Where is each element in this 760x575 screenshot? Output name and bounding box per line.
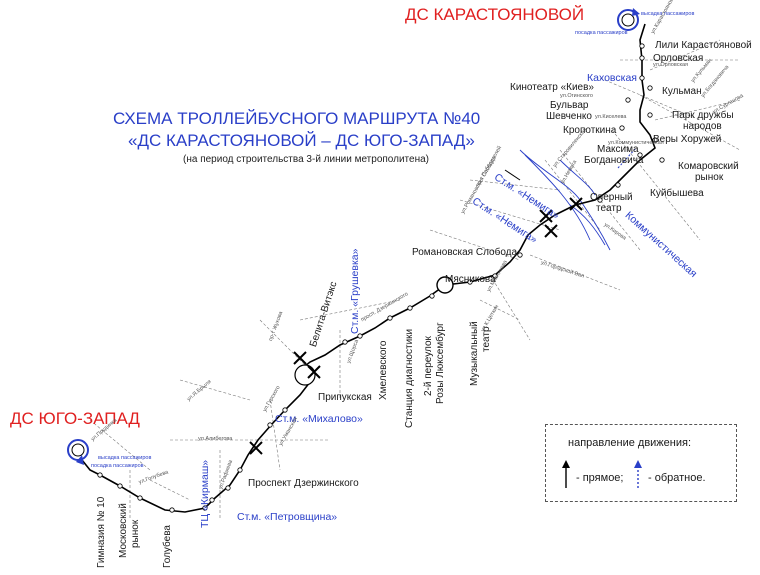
stop-orlovskaya: Орловская (653, 53, 704, 64)
arrow-up-icon (562, 460, 570, 468)
legend-reverse: - обратное. (648, 472, 706, 484)
north-drop-note: высадка пассажиров (641, 11, 695, 17)
stop-rozy-1: 2-й переулок (423, 336, 434, 396)
street-kiseleva: ул.Киселева (595, 114, 627, 120)
dotted-arrow-up-icon (634, 460, 642, 468)
stop-kulman: Кульман (662, 86, 702, 97)
route-arrows (76, 8, 640, 465)
stop-markers (97, 43, 665, 513)
stop-hruzhey: Веры Хоружей (653, 134, 722, 145)
stop-maksima-1: Максима (597, 144, 639, 155)
junction-circle (436, 276, 454, 294)
south-terminal-label: ДС ЮГО-ЗАПАД (10, 409, 140, 428)
stop-lili: Лили Карастояновой (655, 40, 752, 51)
stop-park-2: народов (683, 121, 722, 132)
stop-rozy-2: Розы Люксембург (435, 322, 446, 404)
stop-mihalovo: Ст.м. «Михалово» (275, 413, 363, 425)
stop-moskovsky-2: рынок (130, 519, 141, 548)
map-note: (на период строительства 3-й линии метро… (183, 154, 430, 165)
south-drop-note: высадка пассажиров (98, 455, 152, 461)
stop-park-1: Парк дружбы (672, 110, 734, 121)
stop-kropotkina: Кропоткина (563, 125, 617, 136)
stop-golubeva: Голубева (162, 525, 173, 568)
stop-komarovsky-1: Комаровский (678, 161, 739, 172)
stop-bulvar-2: Шевченко (546, 111, 592, 122)
legend-title: направление движения: (568, 437, 692, 449)
stop-hmelevskogo: Хмелевского (378, 340, 389, 400)
crossing-icon (249, 197, 583, 455)
stop-dzerzhinsky: Проспект Дзержинского (248, 478, 359, 489)
stop-kirmash: ТЦ «Кирмаш» (199, 459, 211, 528)
stop-moskovsky-1: Московский (118, 503, 129, 558)
stop-stantsiya: Станция диагностики (404, 328, 415, 428)
stop-kiev: Кинотеатр «Киев» (510, 82, 594, 93)
street-kommunisticheskaya: ул.Коммунистическая (608, 140, 664, 146)
stop-komarovsky-2: рынок (695, 172, 724, 183)
stop-petrovshchina: Ст.м. «Петровщина» (237, 511, 338, 523)
street-network (89, 39, 741, 520)
north-terminal-loop (617, 9, 639, 31)
south-board-note: посадка пассажиров (91, 463, 144, 469)
stop-romanovskaya: Романовская Слобода (412, 247, 518, 258)
street-oginskogo: ул.Огинского (560, 93, 593, 99)
stop-opera-2: театр (596, 203, 622, 214)
stop-kuibysheva: Куйбышева (650, 188, 704, 199)
map-title-line1: СХЕМА ТРОЛЛЕЙБУСНОГО МАРШРУТА №40 (113, 109, 481, 128)
map-title-line2: «ДС КАРАСТОЯНОВОЙ – ДС ЮГО-ЗАПАД» (128, 131, 475, 150)
north-board-note: посадка пассажиров (575, 30, 628, 36)
legend-arrows (562, 460, 642, 488)
street-alibegova: ул.Алибегова (198, 436, 233, 442)
stop-maksima-2: Богдановича (584, 155, 644, 166)
stop-myasnikova: Мясникова (445, 274, 496, 285)
stop-opera-1: Оперный (590, 192, 633, 203)
stop-gruschevka: Ст.м. «Грушевка» (349, 248, 361, 334)
legend-forward: - прямое; (576, 472, 624, 484)
south-terminal-loop (67, 439, 89, 461)
legend (545, 424, 737, 502)
junction-loop (294, 364, 316, 386)
street-orlovskaya: ул.Орловская (653, 62, 689, 68)
north-terminal-label: ДС КАРАСТОЯНОВОЙ (405, 5, 585, 24)
stop-pripukskaya: Припукская (318, 392, 372, 403)
stop-gimnaziya: Гимназия № 10 (96, 496, 107, 568)
stop-kahovskaya: Каховская (587, 72, 637, 84)
stop-bulvar-1: Бульвар (550, 100, 589, 111)
stop-muz-1: Музыкальный (469, 321, 480, 386)
